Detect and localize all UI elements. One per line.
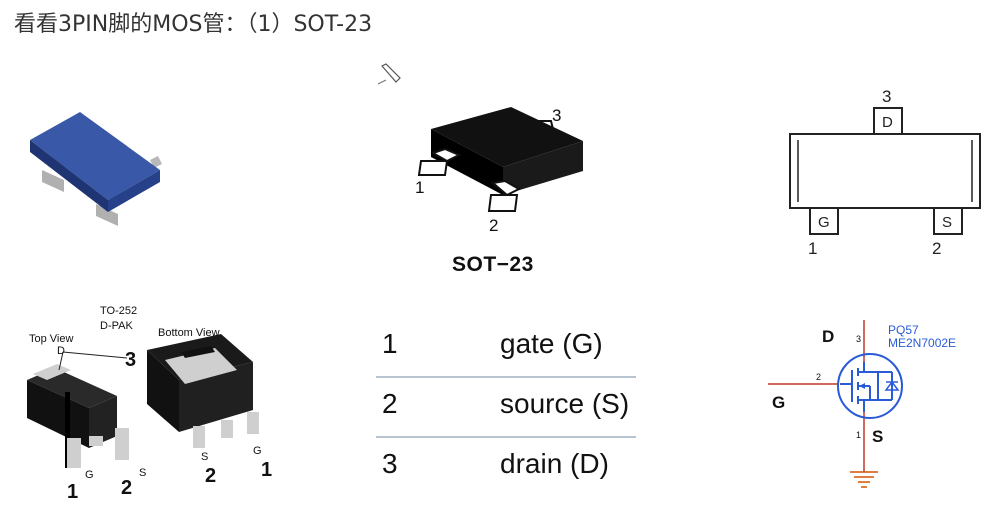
sot23-outline: 3 D G S 1 2 — [789, 87, 981, 258]
outline-pin2-letter: S — [942, 214, 952, 231]
outline-pad-3 — [873, 107, 903, 135]
dpak-right-pad — [165, 348, 237, 384]
pen-icon — [377, 63, 401, 85]
sot23-caption: SOT−23 — [452, 253, 534, 276]
sot23-photo — [30, 112, 162, 226]
dpak-left-side — [89, 396, 117, 448]
mosfet-circle — [837, 353, 903, 419]
outline-pin1-num: 1 — [808, 239, 817, 258]
sot-lead-1-foot — [417, 160, 449, 176]
schematic-pin2: 2 — [816, 372, 821, 382]
pin-table: 1 gate (G) 2 source (S) 3 drain (D) — [376, 318, 636, 496]
photo-body-top — [30, 112, 160, 200]
outline-pad-1 — [809, 207, 839, 235]
schematic-pin3: 3 — [856, 334, 861, 344]
photo-body-side — [108, 170, 160, 212]
dpak-left-pin1: 1 — [67, 481, 78, 503]
dpak-left-lead-mid — [89, 436, 103, 446]
dpak-right-pin2: 2 — [205, 465, 216, 487]
dpak-package: TO-252 — [100, 305, 137, 317]
outline-pin1-letter: G — [818, 214, 830, 231]
dpak-left-lead-1 — [65, 392, 70, 468]
page-title: 看看3PIN脚的MOS管：（1）SOT-23 — [14, 12, 373, 37]
sot-lead-2-foot — [487, 194, 519, 212]
pin-row: 1 gate (G) — [376, 318, 636, 376]
mosfet-schematic: PQ57 ME2N7002E D G S 3 2 1 — [768, 320, 956, 488]
dpak-left-front — [27, 380, 89, 448]
sot-pin1-label: 1 — [415, 178, 424, 197]
dpak-right-slot — [181, 346, 215, 358]
photo-body-front — [30, 140, 108, 212]
sot23-drawing: 3 1 2 — [415, 106, 583, 235]
outline-pin2-num: 2 — [932, 239, 941, 258]
outline-pin3-num: 3 — [882, 87, 891, 106]
pin-number: 2 — [382, 388, 398, 419]
schematic-s: S — [872, 427, 883, 446]
pin-number: 1 — [382, 328, 398, 359]
sot-lead-2 — [490, 179, 522, 197]
sot-body-side — [503, 141, 583, 195]
dpak-pointer-line — [62, 351, 128, 359]
dpak-left-lead-2 — [115, 428, 129, 460]
dpak-right-pin1: 1 — [261, 459, 272, 481]
outline-body — [789, 133, 981, 209]
sot-pin3-label: 3 — [552, 106, 561, 125]
dpak-d-label: D — [57, 345, 65, 357]
pin-function: source (S) — [500, 388, 630, 419]
dpak-package-alt: D-PAK — [100, 320, 133, 332]
dpak-left-lead-1-foot — [67, 438, 81, 468]
schematic-d: D — [822, 327, 834, 346]
dpak-drawing: TO-252 D-PAK Top View Bottom View D 3 G … — [27, 305, 272, 503]
schematic-part2: ME2N7002E — [888, 336, 956, 350]
dpak-right-lead-g — [247, 412, 259, 434]
dpak-right-g: G — [253, 445, 262, 457]
pin-number: 3 — [382, 448, 398, 479]
sot-lead-1 — [430, 147, 462, 163]
pin-function: drain (D) — [500, 448, 609, 479]
dpak-right-lead-mid — [221, 420, 233, 438]
pin-row: 3 drain (D) — [376, 436, 636, 496]
sot-body-front — [431, 129, 503, 195]
dpak-bottom-view: Bottom View — [158, 327, 220, 339]
dpak-left-s: S — [139, 467, 146, 479]
sot-pin2-label: 2 — [489, 216, 498, 235]
schematic-pin1: 1 — [856, 430, 861, 440]
dpak-left-tab — [33, 364, 71, 380]
dpak-top-view: Top View — [29, 333, 73, 345]
dpak-tab-num: 3 — [125, 349, 136, 371]
pin-row: 2 source (S) — [376, 376, 636, 436]
photo-lead-1-foot — [42, 170, 64, 192]
pin-function: gate (G) — [500, 328, 603, 359]
dpak-left-pin2: 2 — [121, 477, 132, 499]
schematic-part1: PQ57 — [888, 323, 919, 337]
dpak-right-s: S — [201, 451, 208, 463]
dpak-right-lead-s — [193, 426, 205, 448]
outline-pad-2 — [933, 207, 963, 235]
outline-pin3-letter: D — [882, 114, 893, 131]
dpak-right-front — [147, 350, 179, 432]
dpak-left-g: G — [85, 469, 94, 481]
schematic-g: G — [772, 393, 785, 412]
photo-lead-2-foot — [96, 204, 118, 226]
sot-body-top — [431, 107, 583, 167]
